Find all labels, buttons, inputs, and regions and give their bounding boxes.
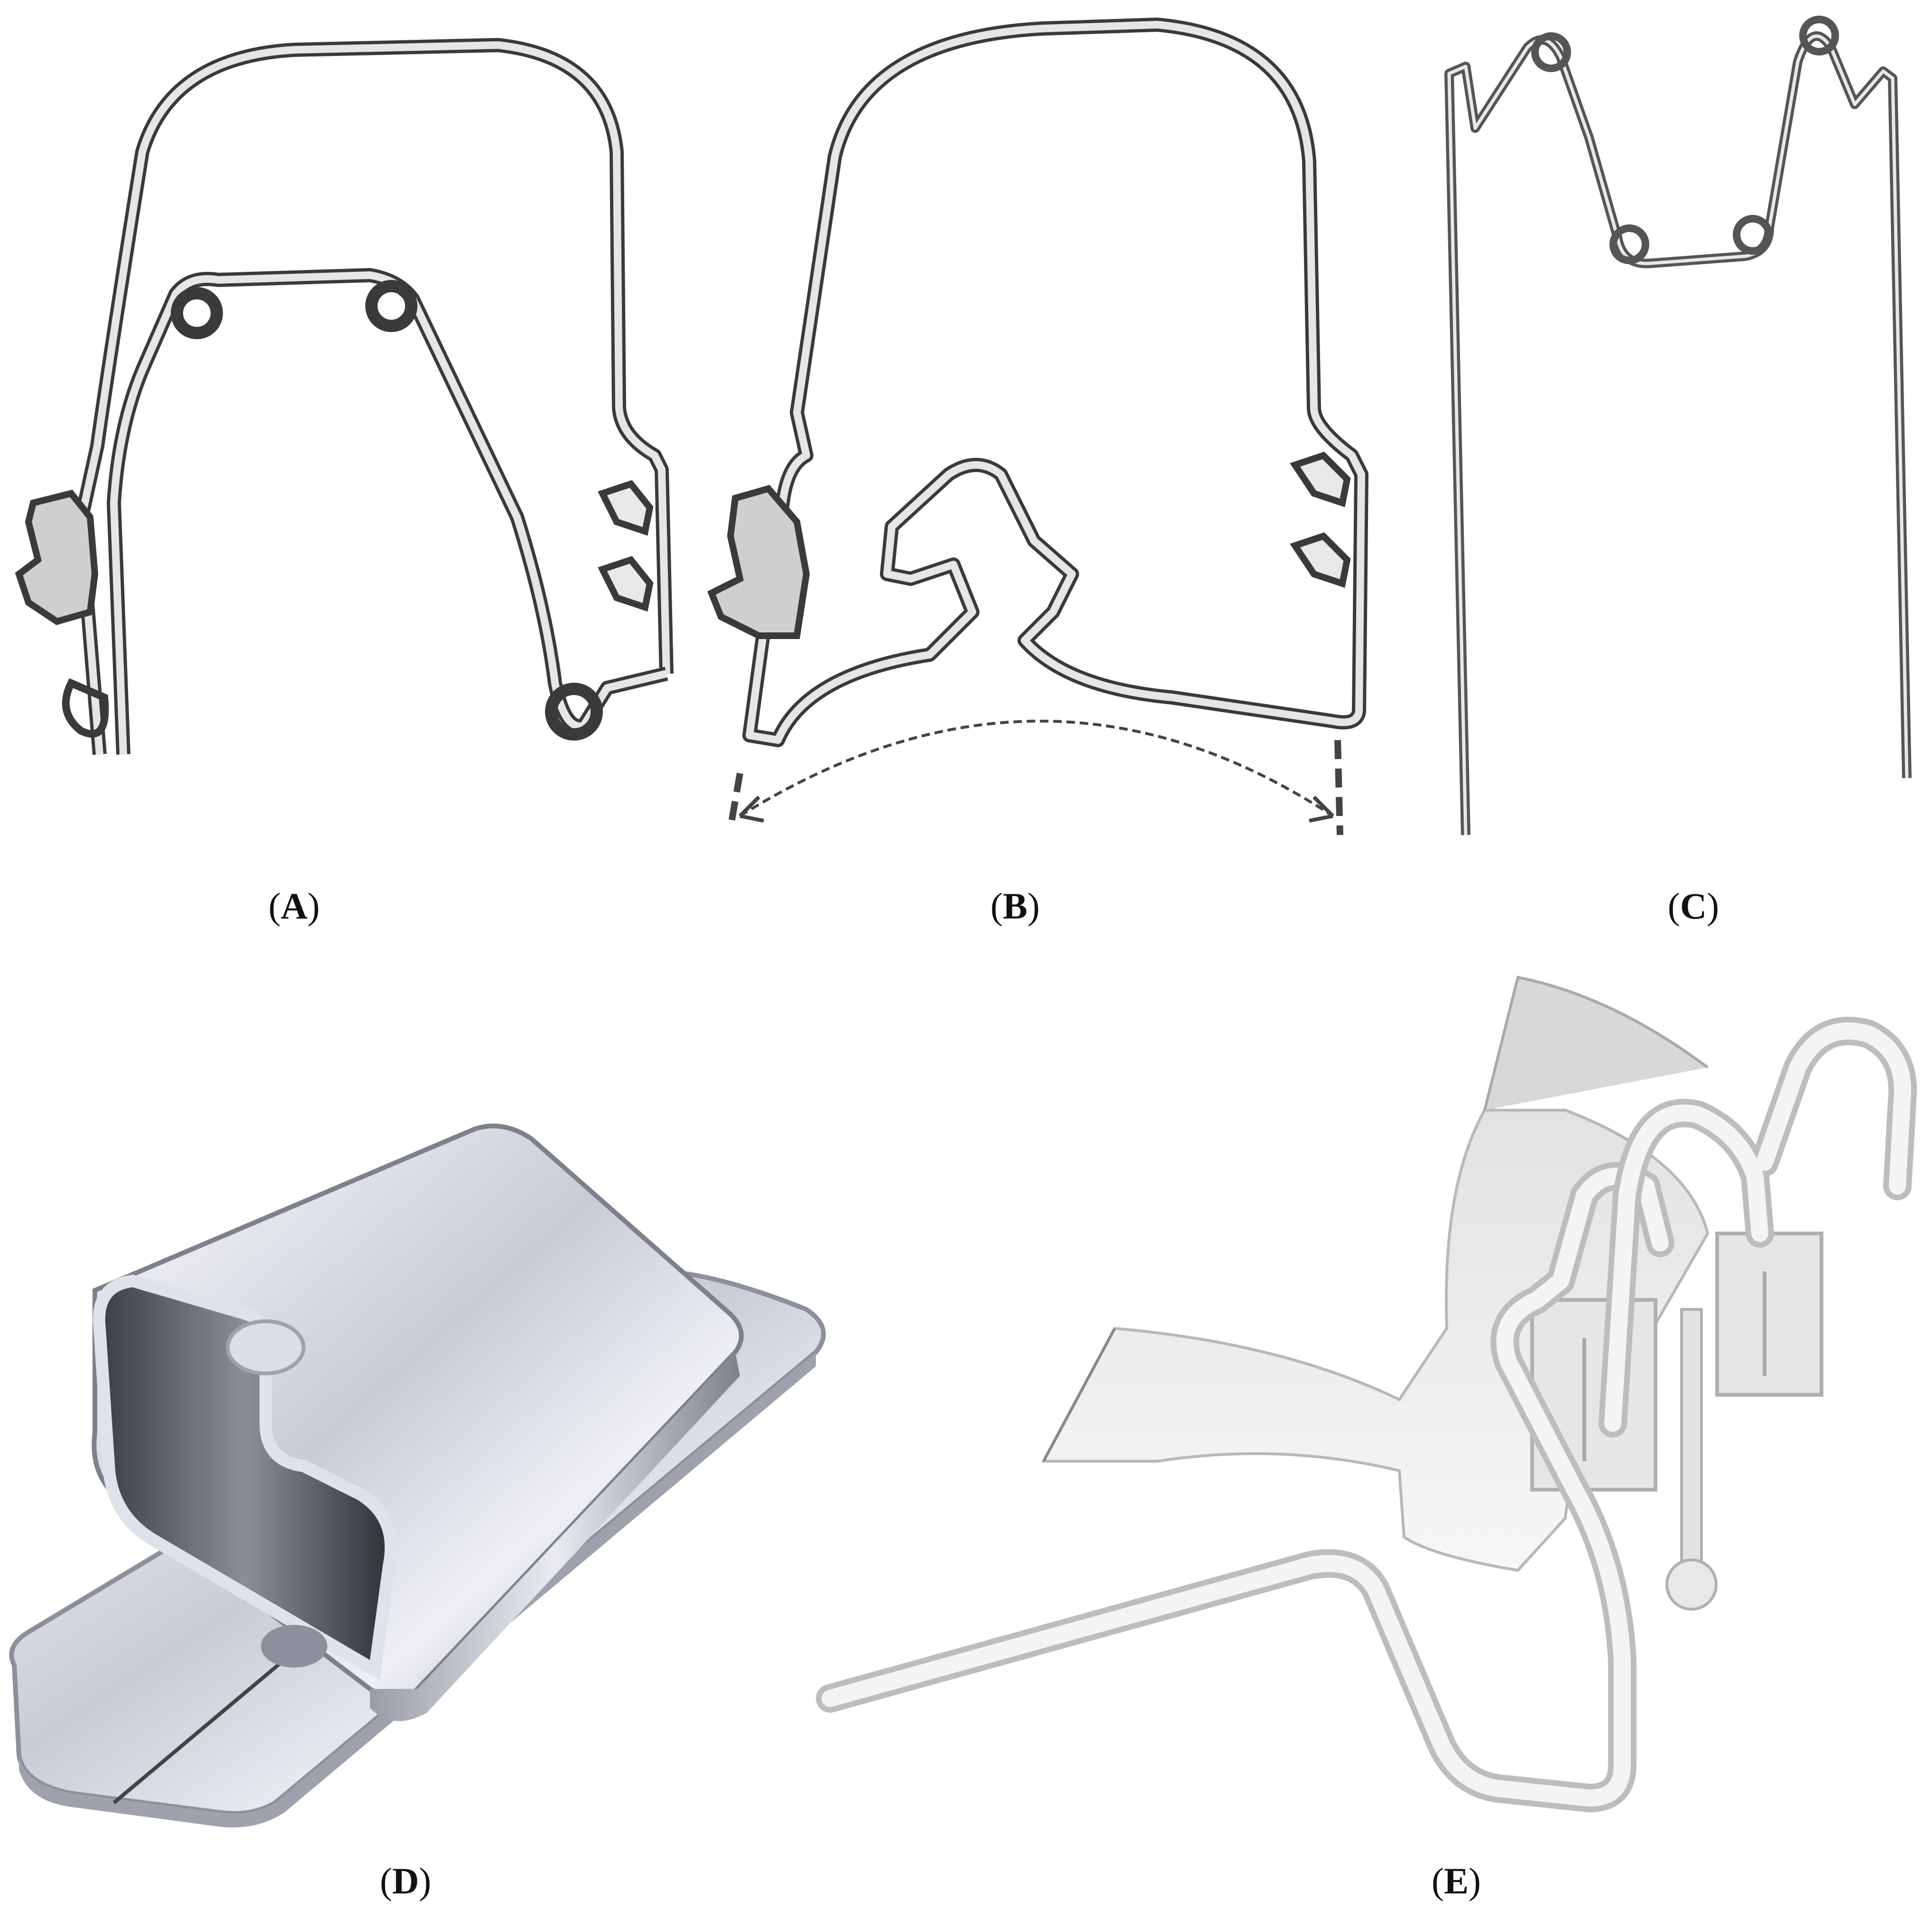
panel-b-drawing	[707, 18, 1368, 835]
panel-label-b: (B)	[990, 885, 1040, 927]
panel-d-render	[9, 1123, 826, 1827]
panel-e-render	[816, 975, 1917, 1812]
panel-c-coil-bottom-right	[1733, 215, 1773, 255]
panel-label-a: (A)	[268, 885, 320, 927]
panel-e-bracket-2	[1715, 1232, 1823, 1397]
panel-label-e: (E)	[1432, 1860, 1481, 1901]
panel-a-loop-left	[171, 287, 223, 339]
panel-b-left-marker	[727, 772, 743, 829]
panel-e-post	[1680, 1308, 1703, 1577]
panel-b-right-marker	[1334, 740, 1343, 835]
panel-label-d: (D)	[379, 1860, 432, 1901]
panel-c-spring-wire	[1444, 31, 1912, 835]
panel-c-coil-top-right	[1799, 16, 1839, 56]
panel-a-loop-right	[365, 280, 417, 332]
panel-b-right-tabs	[1290, 451, 1351, 588]
panel-a-inner-wire	[107, 268, 668, 755]
panel-a-left-clasp	[15, 490, 99, 625]
panel-label-c: (C)	[1667, 885, 1719, 927]
panel-e-ball-end	[1665, 1558, 1718, 1611]
panel-b-left-clasp	[707, 485, 810, 639]
panel-a-right-tabs	[598, 480, 654, 612]
panel-c-drawing	[1444, 16, 1912, 835]
panel-c-coil-bottom-left	[1609, 224, 1649, 264]
panel-a-loop-bottom	[545, 683, 603, 741]
panel-b-expansion-arrow	[739, 720, 1334, 817]
panel-d-screw-dimple	[226, 1319, 305, 1375]
panel-a-drawing	[15, 38, 674, 755]
panel-a-outer-arch-wire	[74, 38, 674, 755]
panel-d-slot-opening	[92, 1274, 397, 1680]
panel-c-coil-top-left	[1531, 32, 1571, 72]
